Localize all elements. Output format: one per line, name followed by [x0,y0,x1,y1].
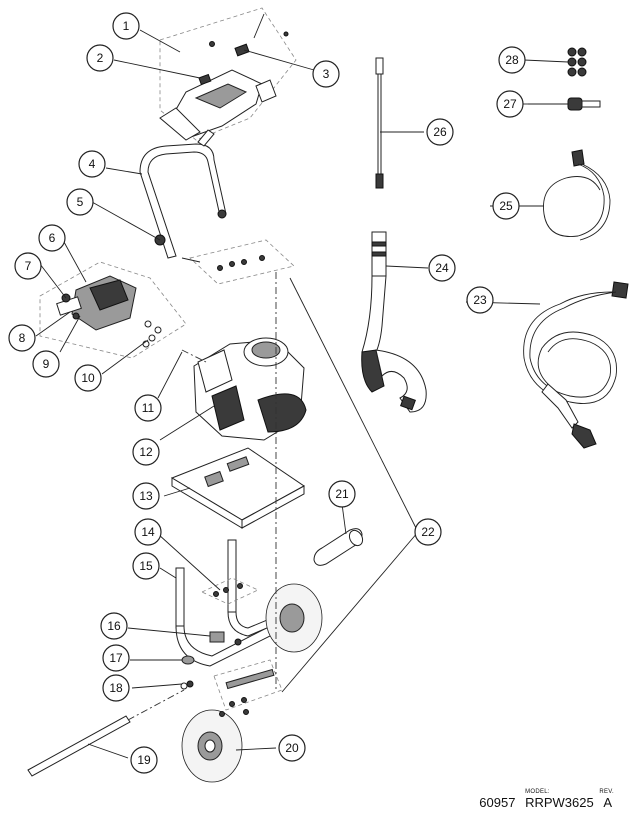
callout-17-label: 17 [109,651,123,665]
callout-10: 10 [74,364,102,392]
callout-13-label: 13 [139,489,153,503]
callout-2: 2 [86,44,114,72]
callout-19-label: 19 [137,753,151,767]
callout-6-label: 6 [49,231,56,245]
callout-16-label: 16 [107,619,121,633]
callout-22-label: 22 [421,525,435,539]
model-caption: MODEL: [525,789,550,795]
callout-7: 7 [14,252,42,280]
axle-parts [27,655,195,777]
callout-21-label: 21 [335,487,349,501]
callout-16: 16 [100,612,128,640]
callout-14-label: 14 [141,525,155,539]
callout-1: 1 [112,12,140,40]
base-plate [170,447,305,529]
callout-3-label: 3 [323,67,330,81]
nozzle-tip [528,97,601,111]
callout-23: 23 [466,286,494,314]
model-number: RRPW3625 [525,795,594,810]
callout-25: 25 [492,192,520,220]
callout-7-label: 7 [25,259,32,273]
callout-20-label: 20 [285,741,299,755]
callout-15: 15 [132,552,160,580]
control-panel-assembly [159,7,297,141]
wheels [181,583,323,783]
callout-12-label: 12 [139,445,153,459]
callout-9-label: 9 [43,357,50,371]
callout-24: 24 [428,254,456,282]
callout-11: 11 [134,394,162,422]
spray-wand [375,57,384,189]
callout-2-label: 2 [97,51,104,65]
revision-letter: A [603,795,612,810]
pump-assembly [39,261,187,359]
callout-25-label: 25 [499,199,513,213]
callout-26-label: 26 [433,125,447,139]
spray-gun [361,231,427,413]
callout-8: 8 [8,324,36,352]
callout-4-label: 4 [89,157,96,171]
callout-27: 27 [496,90,524,118]
engine [181,239,307,441]
extension-tube [313,528,364,566]
callout-4: 4 [78,150,106,178]
callout-14: 14 [134,518,162,546]
callout-18-label: 18 [109,681,123,695]
callout-8-label: 8 [19,331,26,345]
callout-27-label: 27 [503,97,517,111]
callout-20: 20 [278,734,306,762]
callout-13: 13 [132,482,160,510]
callout-28: 28 [498,46,526,74]
callout-12: 12 [132,438,160,466]
quick-nozzle-set [567,47,587,77]
callout-23-label: 23 [473,293,487,307]
handle-frame [139,129,227,263]
leader-lines [35,29,569,759]
drawing-title-block: 60957 MODEL: RRPW3625 REV. A [479,789,613,810]
callout-17: 17 [102,644,130,672]
revision-caption: REV. [599,789,614,795]
callout-1-label: 1 [123,19,130,33]
callout-5-label: 5 [77,195,84,209]
callout-6: 6 [38,224,66,252]
high-pressure-hose [523,281,629,449]
callout-24-label: 24 [435,261,449,275]
callout-10-label: 10 [81,371,95,385]
callout-21: 21 [328,480,356,508]
callout-19: 19 [130,746,158,774]
callout-9: 9 [32,350,60,378]
callout-26: 26 [426,118,454,146]
callout-15-label: 15 [139,559,153,573]
callout-3: 3 [312,60,340,88]
callout-5: 5 [66,188,94,216]
callout-11-label: 11 [142,401,155,415]
part-number: 60957 [479,795,516,810]
callout-28-label: 28 [505,53,519,67]
siphon-hose [543,149,611,241]
callout-22: 22 [414,518,442,546]
callout-18: 18 [102,674,130,702]
